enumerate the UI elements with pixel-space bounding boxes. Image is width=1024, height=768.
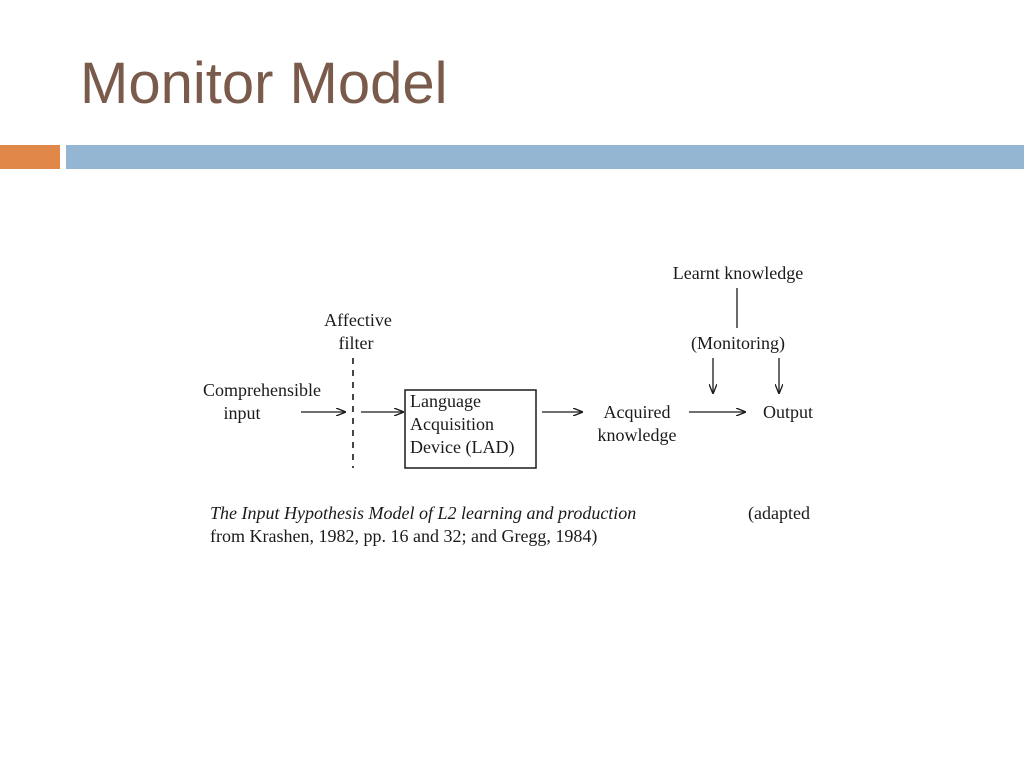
accent-bar-main bbox=[66, 145, 1024, 169]
accent-bar-left bbox=[0, 145, 60, 169]
caption-line2: from Krashen, 1982, pp. 16 and 32; and G… bbox=[210, 526, 597, 547]
node-lad-line1: Language bbox=[410, 391, 481, 411]
node-lad-line3: Device (LAD) bbox=[410, 437, 514, 458]
node-comprehensible-input-line2: input bbox=[223, 403, 260, 423]
node-monitoring: (Monitoring) bbox=[691, 333, 785, 354]
lad-box bbox=[404, 389, 537, 469]
node-acquired-knowledge-line2: knowledge bbox=[598, 425, 677, 445]
node-affective-filter-line2: filter bbox=[339, 333, 374, 353]
node-learnt-knowledge: Learnt knowledge bbox=[673, 263, 803, 283]
slide-title: Monitor Model bbox=[80, 51, 448, 116]
node-lad-line2: Acquisition bbox=[410, 414, 494, 434]
node-comprehensible-input-line1: Comprehensible bbox=[203, 380, 321, 400]
node-output: Output bbox=[763, 402, 813, 422]
caption-rest: (adapted bbox=[748, 503, 810, 524]
node-affective-filter-line1: Affective bbox=[324, 310, 392, 330]
caption-italic: The Input Hypothesis Model of L2 learnin… bbox=[210, 503, 636, 523]
node-acquired-knowledge-line1: Acquired bbox=[604, 402, 671, 422]
caption-line1: The Input Hypothesis Model of L2 learnin… bbox=[210, 503, 810, 524]
